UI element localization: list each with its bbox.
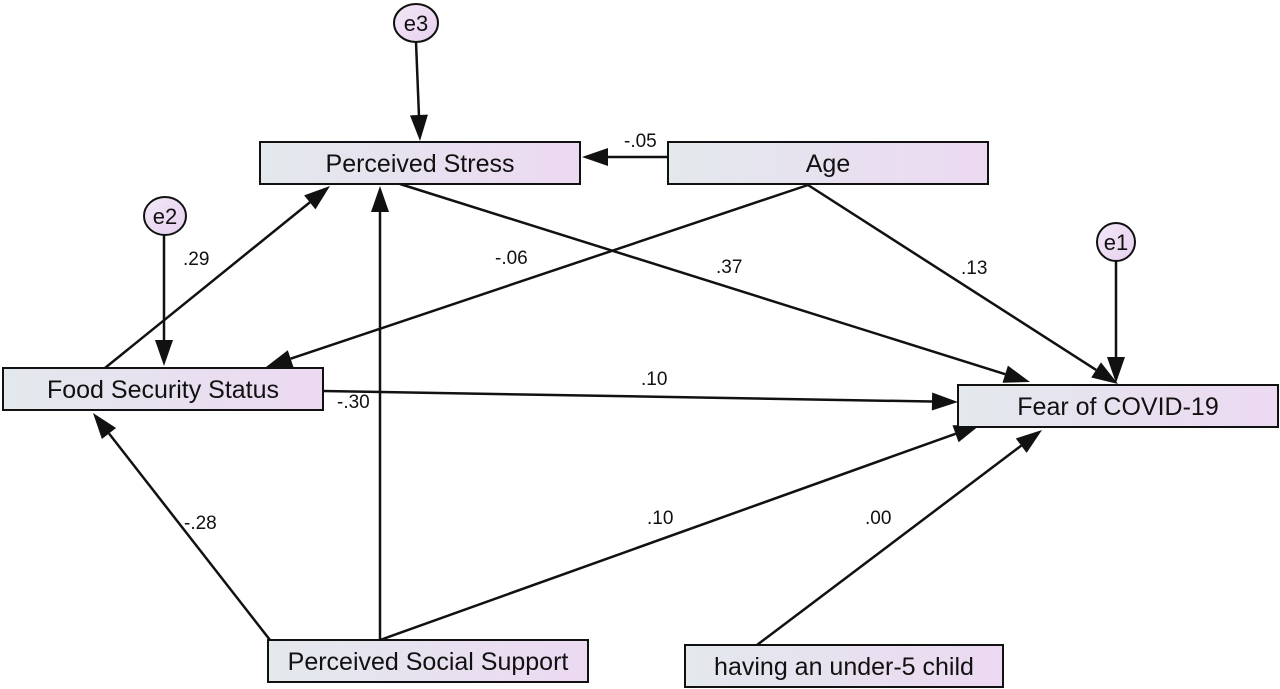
coef-age-to-stress: -.05 <box>624 131 657 152</box>
arrow-age-to-food-line <box>290 183 809 360</box>
arrow-age-to-food-head <box>266 350 294 368</box>
arrow-e3-to-stress-line <box>414 41 421 116</box>
arrow-food-to-stress <box>104 186 330 369</box>
node-fear-of-covid-label: Fear of COVID-19 <box>1017 393 1218 421</box>
arrow-age-to-stress <box>582 148 668 166</box>
coef-under5-to-fear: .00 <box>865 508 891 529</box>
arrow-support-to-fear-line <box>379 432 956 642</box>
coef-support-to-stress: -.30 <box>337 392 370 413</box>
arrow-under5-to-fear-line <box>756 444 1022 646</box>
node-age: Age <box>667 141 989 185</box>
arrow-e1-to-fear-head <box>1107 357 1125 383</box>
arrow-stress-to-fear-head <box>1002 365 1030 383</box>
arrow-support-to-fear-head <box>952 425 980 443</box>
coef-food-to-fear: .10 <box>641 369 667 390</box>
node-food-security-status: Food Security Status <box>2 367 324 411</box>
arrow-age-to-fear <box>807 183 1118 384</box>
arrow-e3-to-stress <box>409 41 428 141</box>
arrow-under5-to-fear-head <box>1015 430 1042 453</box>
error-e3-label: e3 <box>404 11 428 36</box>
arrow-food-to-stress-head <box>304 186 330 210</box>
arrow-stress-to-fear-line <box>399 182 1006 376</box>
arrow-e2-to-food <box>155 235 173 366</box>
coef-support-to-fear: .10 <box>647 508 673 529</box>
node-age-label: Age <box>806 150 850 178</box>
node-perceived-social-support-label: Perceived Social Support <box>288 648 569 676</box>
arrow-food-to-fear <box>322 389 958 411</box>
coef-food-to-stress: .29 <box>183 249 209 270</box>
path-arrows <box>93 41 1125 646</box>
arrow-under5-to-fear <box>756 430 1042 646</box>
error-e3: e3 <box>393 3 439 43</box>
node-perceived-social-support: Perceived Social Support <box>267 639 589 683</box>
arrow-e2-to-food-head <box>155 340 173 366</box>
arrow-food-to-fear-line <box>322 389 933 403</box>
coef-age-to-food: -.06 <box>495 248 528 269</box>
node-perceived-stress: Perceived Stress <box>259 141 581 185</box>
arrow-food-to-stress-line <box>104 201 311 369</box>
error-e1-label: e1 <box>1104 230 1128 255</box>
error-e1: e1 <box>1096 222 1136 262</box>
arrow-e3-to-stress-head <box>409 114 428 141</box>
coef-age-to-fear: .13 <box>961 258 987 279</box>
arrow-support-to-food <box>93 413 271 641</box>
arrow-support-to-food-head <box>93 413 117 440</box>
node-under5-child: having an under-5 child <box>684 644 1004 688</box>
node-perceived-stress-label: Perceived Stress <box>326 150 515 178</box>
arrow-age-to-fear-line <box>807 183 1097 372</box>
arrow-e1-to-fear <box>1107 261 1125 383</box>
arrow-age-to-stress-head <box>582 148 608 166</box>
error-e2-label: e2 <box>153 204 177 229</box>
arrow-food-to-fear-head <box>931 392 958 411</box>
arrow-support-to-stress-head <box>371 186 389 212</box>
coef-stress-to-fear: .37 <box>716 257 742 278</box>
arrow-stress-to-fear <box>399 182 1030 383</box>
arrow-support-to-food-line <box>108 432 271 641</box>
coef-support-to-food: -.28 <box>184 513 217 534</box>
arrow-support-to-stress <box>371 186 389 640</box>
arrow-age-to-fear-head <box>1091 362 1118 384</box>
arrow-support-to-fear <box>379 425 980 642</box>
node-fear-of-covid: Fear of COVID-19 <box>957 384 1279 428</box>
error-e2: e2 <box>143 196 187 236</box>
node-under5-child-label: having an under-5 child <box>714 653 974 681</box>
arrow-age-to-food <box>266 183 809 368</box>
node-food-security-status-label: Food Security Status <box>47 376 279 404</box>
